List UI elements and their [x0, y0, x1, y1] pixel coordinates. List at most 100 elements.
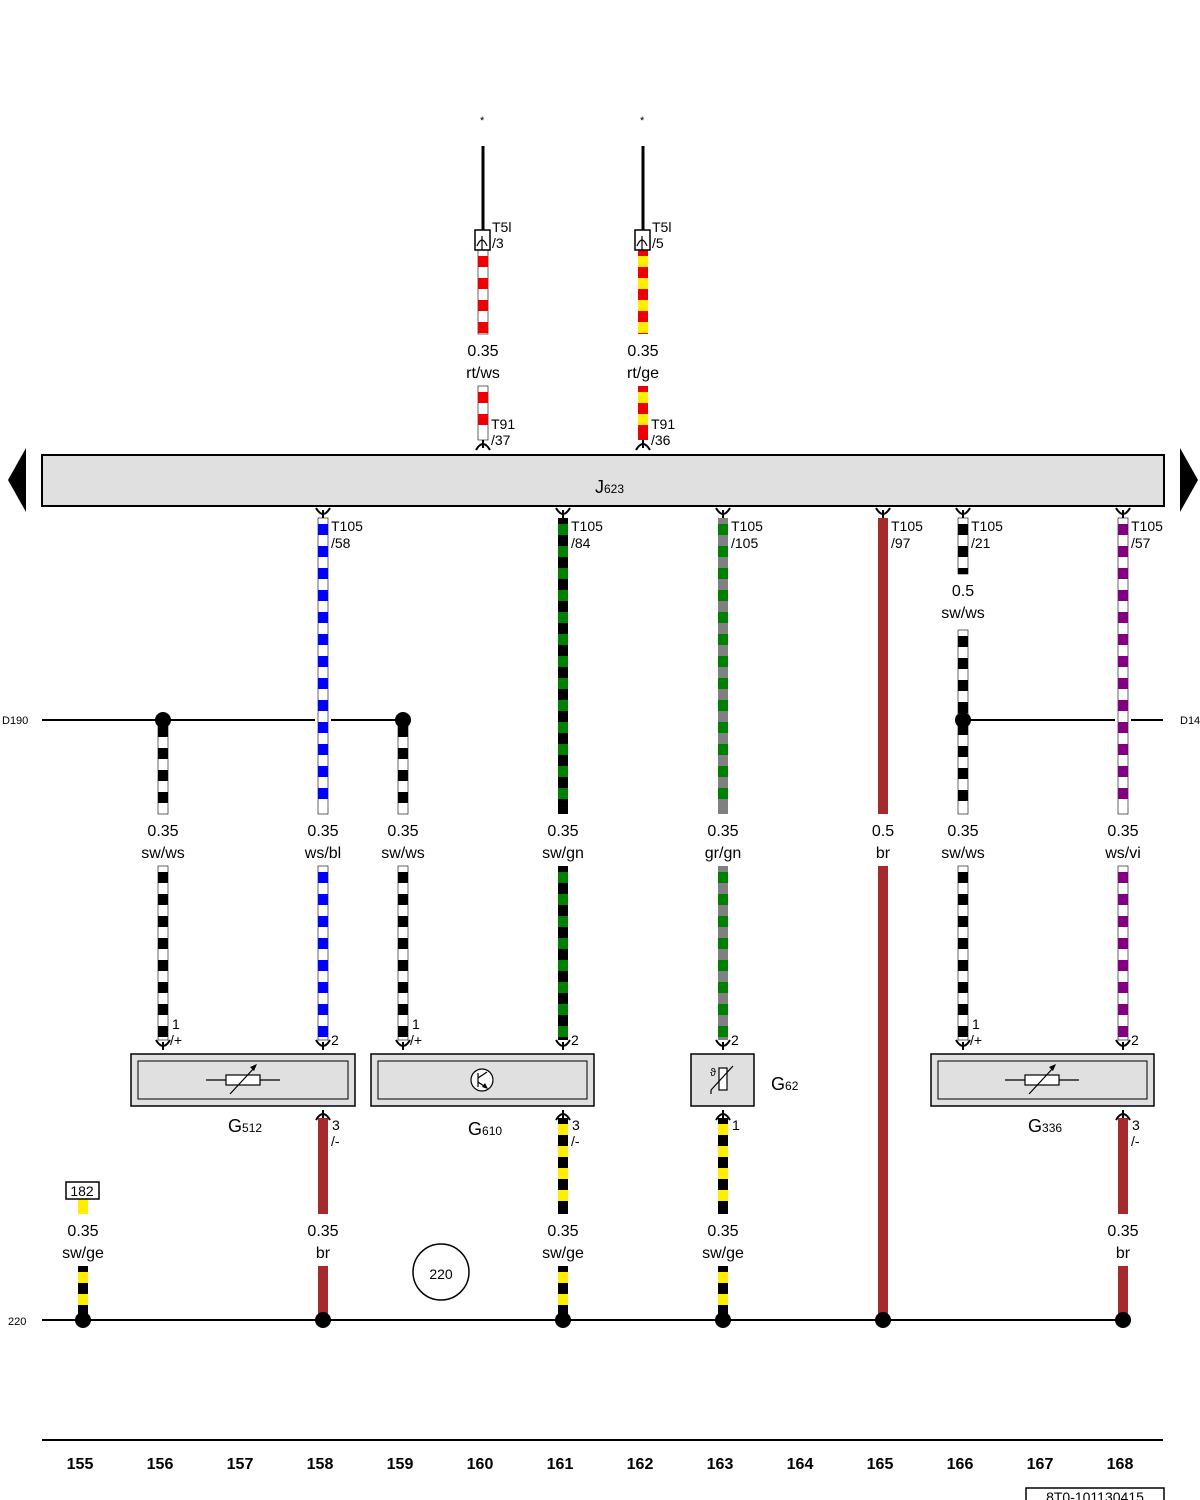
- wire-stripe: [958, 894, 968, 905]
- wire-stripe: [718, 1146, 728, 1157]
- wire-stripe: [318, 568, 328, 579]
- pin-label: 3: [572, 1117, 580, 1133]
- reference-label: 182: [70, 1183, 94, 1199]
- component-g512[interactable]: G512: [130, 1053, 356, 1136]
- wire-stripe: [558, 634, 568, 645]
- wire-stripe: [318, 612, 328, 623]
- wire-stripe: [318, 546, 328, 557]
- wire-stripe: [558, 1168, 568, 1179]
- g610-label: G610: [468, 1119, 502, 1139]
- wire-layer: [78, 146, 1129, 1320]
- wire-segment: [878, 518, 888, 814]
- t105-labels: T105 /58 T105 /84 T105 /105 T105 /97 T10…: [331, 518, 1163, 551]
- wire-stripe: [558, 1272, 568, 1283]
- wire-stripe: [558, 938, 568, 949]
- wire-stripe: [318, 678, 328, 689]
- wire-stripe: [958, 702, 968, 713]
- pin-label: 1: [412, 1016, 420, 1032]
- wire-segment: [718, 1118, 728, 1214]
- pin-label: /97: [891, 535, 911, 551]
- arrow-right-icon[interactable]: [1180, 448, 1198, 512]
- wire-size: 0.35: [947, 823, 978, 840]
- component-pin-labels: 1 /+ 2 1 /+ 2 2 1 /+ 2 3 /- 3 /- 1 3 /-: [170, 1016, 1140, 1149]
- wire-stripe: [398, 1004, 408, 1015]
- wire-stripe: [1118, 678, 1128, 689]
- reference-box-182[interactable]: 182: [65, 1181, 100, 1200]
- component-g62[interactable]: ϑ G62: [690, 1053, 799, 1107]
- wire-stripe: [558, 568, 568, 579]
- arrow-left-icon[interactable]: [8, 448, 26, 512]
- wire-stripe: [958, 724, 968, 735]
- variable-resistor-icon: [1005, 1064, 1079, 1095]
- column-number: 160: [467, 1456, 494, 1473]
- connector-t5l-3[interactable]: [474, 229, 491, 251]
- wire-stripe: [958, 746, 968, 757]
- junction-dot: [715, 1312, 731, 1328]
- wire-code: sw/ws: [141, 845, 185, 862]
- wire-code: sw/ge: [702, 1245, 744, 1262]
- pin-label: /84: [571, 535, 591, 551]
- wire-stripe: [958, 680, 968, 691]
- wire-stripe: [638, 322, 648, 333]
- column-number: 156: [147, 1456, 174, 1473]
- wire-stripe: [958, 1026, 968, 1037]
- wire-stripe: [718, 938, 728, 949]
- connector-label: T105: [891, 518, 923, 534]
- wire-stripe: [1118, 872, 1128, 883]
- wire-segment: [638, 386, 648, 440]
- wire-segment: [558, 1266, 568, 1320]
- wire-stripe: [318, 656, 328, 667]
- pin-label: 3: [332, 1117, 340, 1133]
- wire-stripe: [958, 568, 968, 574]
- component-g610[interactable]: G610: [370, 1053, 595, 1139]
- wire-stripe: [1118, 894, 1128, 905]
- top-wire-labels: * * T5l /3 T5l /5 0.35 rt/ws 0.35 rt/ge …: [466, 115, 675, 448]
- connector-label: T5l: [492, 219, 511, 235]
- wire-stripe: [158, 938, 168, 949]
- wire-stripe: [318, 872, 328, 883]
- wire-stripe: [1118, 744, 1128, 755]
- wire-size: 0.35: [147, 823, 178, 840]
- wire-stripe: [478, 256, 488, 267]
- component-g336[interactable]: G336: [930, 1053, 1155, 1136]
- wire-stripe: [1118, 546, 1128, 557]
- wire-segment: [718, 1266, 728, 1320]
- column-number: 157: [227, 1456, 254, 1473]
- wire-stripe: [558, 894, 568, 905]
- wire-stripe: [158, 982, 168, 993]
- ground-point-220[interactable]: 220: [412, 1243, 470, 1301]
- wire-stripe: [158, 916, 168, 927]
- wire-stripe: [718, 744, 728, 755]
- wire-stripe: [558, 1124, 568, 1135]
- wire-stripe: [958, 960, 968, 971]
- wire-code: sw/gn: [542, 845, 584, 862]
- wire-stripe: [558, 678, 568, 689]
- wire-segment: [638, 250, 648, 334]
- wire-stripe: [318, 960, 328, 971]
- transistor-sensor-icon: [470, 1068, 494, 1092]
- pin-label: /21: [971, 535, 991, 551]
- wire-segment: [78, 1199, 88, 1214]
- wire-stripe: [958, 916, 968, 927]
- pin-label: /57: [1131, 535, 1151, 551]
- connector-label: T105: [731, 518, 763, 534]
- wire-stripe: [318, 744, 328, 755]
- wire-stripe: [558, 546, 568, 557]
- wire-segment: [318, 1266, 328, 1320]
- wire-stripe: [958, 790, 968, 801]
- wire-stripe: [558, 960, 568, 971]
- column-number: 155: [67, 1456, 94, 1473]
- connector-label: T91: [651, 416, 675, 432]
- wire-stripe: [718, 700, 728, 711]
- wire-stripe: [318, 766, 328, 777]
- connector-t5l-5[interactable]: [634, 229, 651, 251]
- wire-stripe: [958, 636, 968, 647]
- wire-stripe: [718, 568, 728, 579]
- column-number: 163: [707, 1456, 734, 1473]
- document-code: 8T0-101130415: [1046, 1489, 1144, 1500]
- wire-stripe: [718, 960, 728, 971]
- wire-stripe: [1118, 1026, 1128, 1037]
- wire-stripe: [718, 590, 728, 601]
- wire-stripe: [558, 656, 568, 667]
- connector-label: T105: [1131, 518, 1163, 534]
